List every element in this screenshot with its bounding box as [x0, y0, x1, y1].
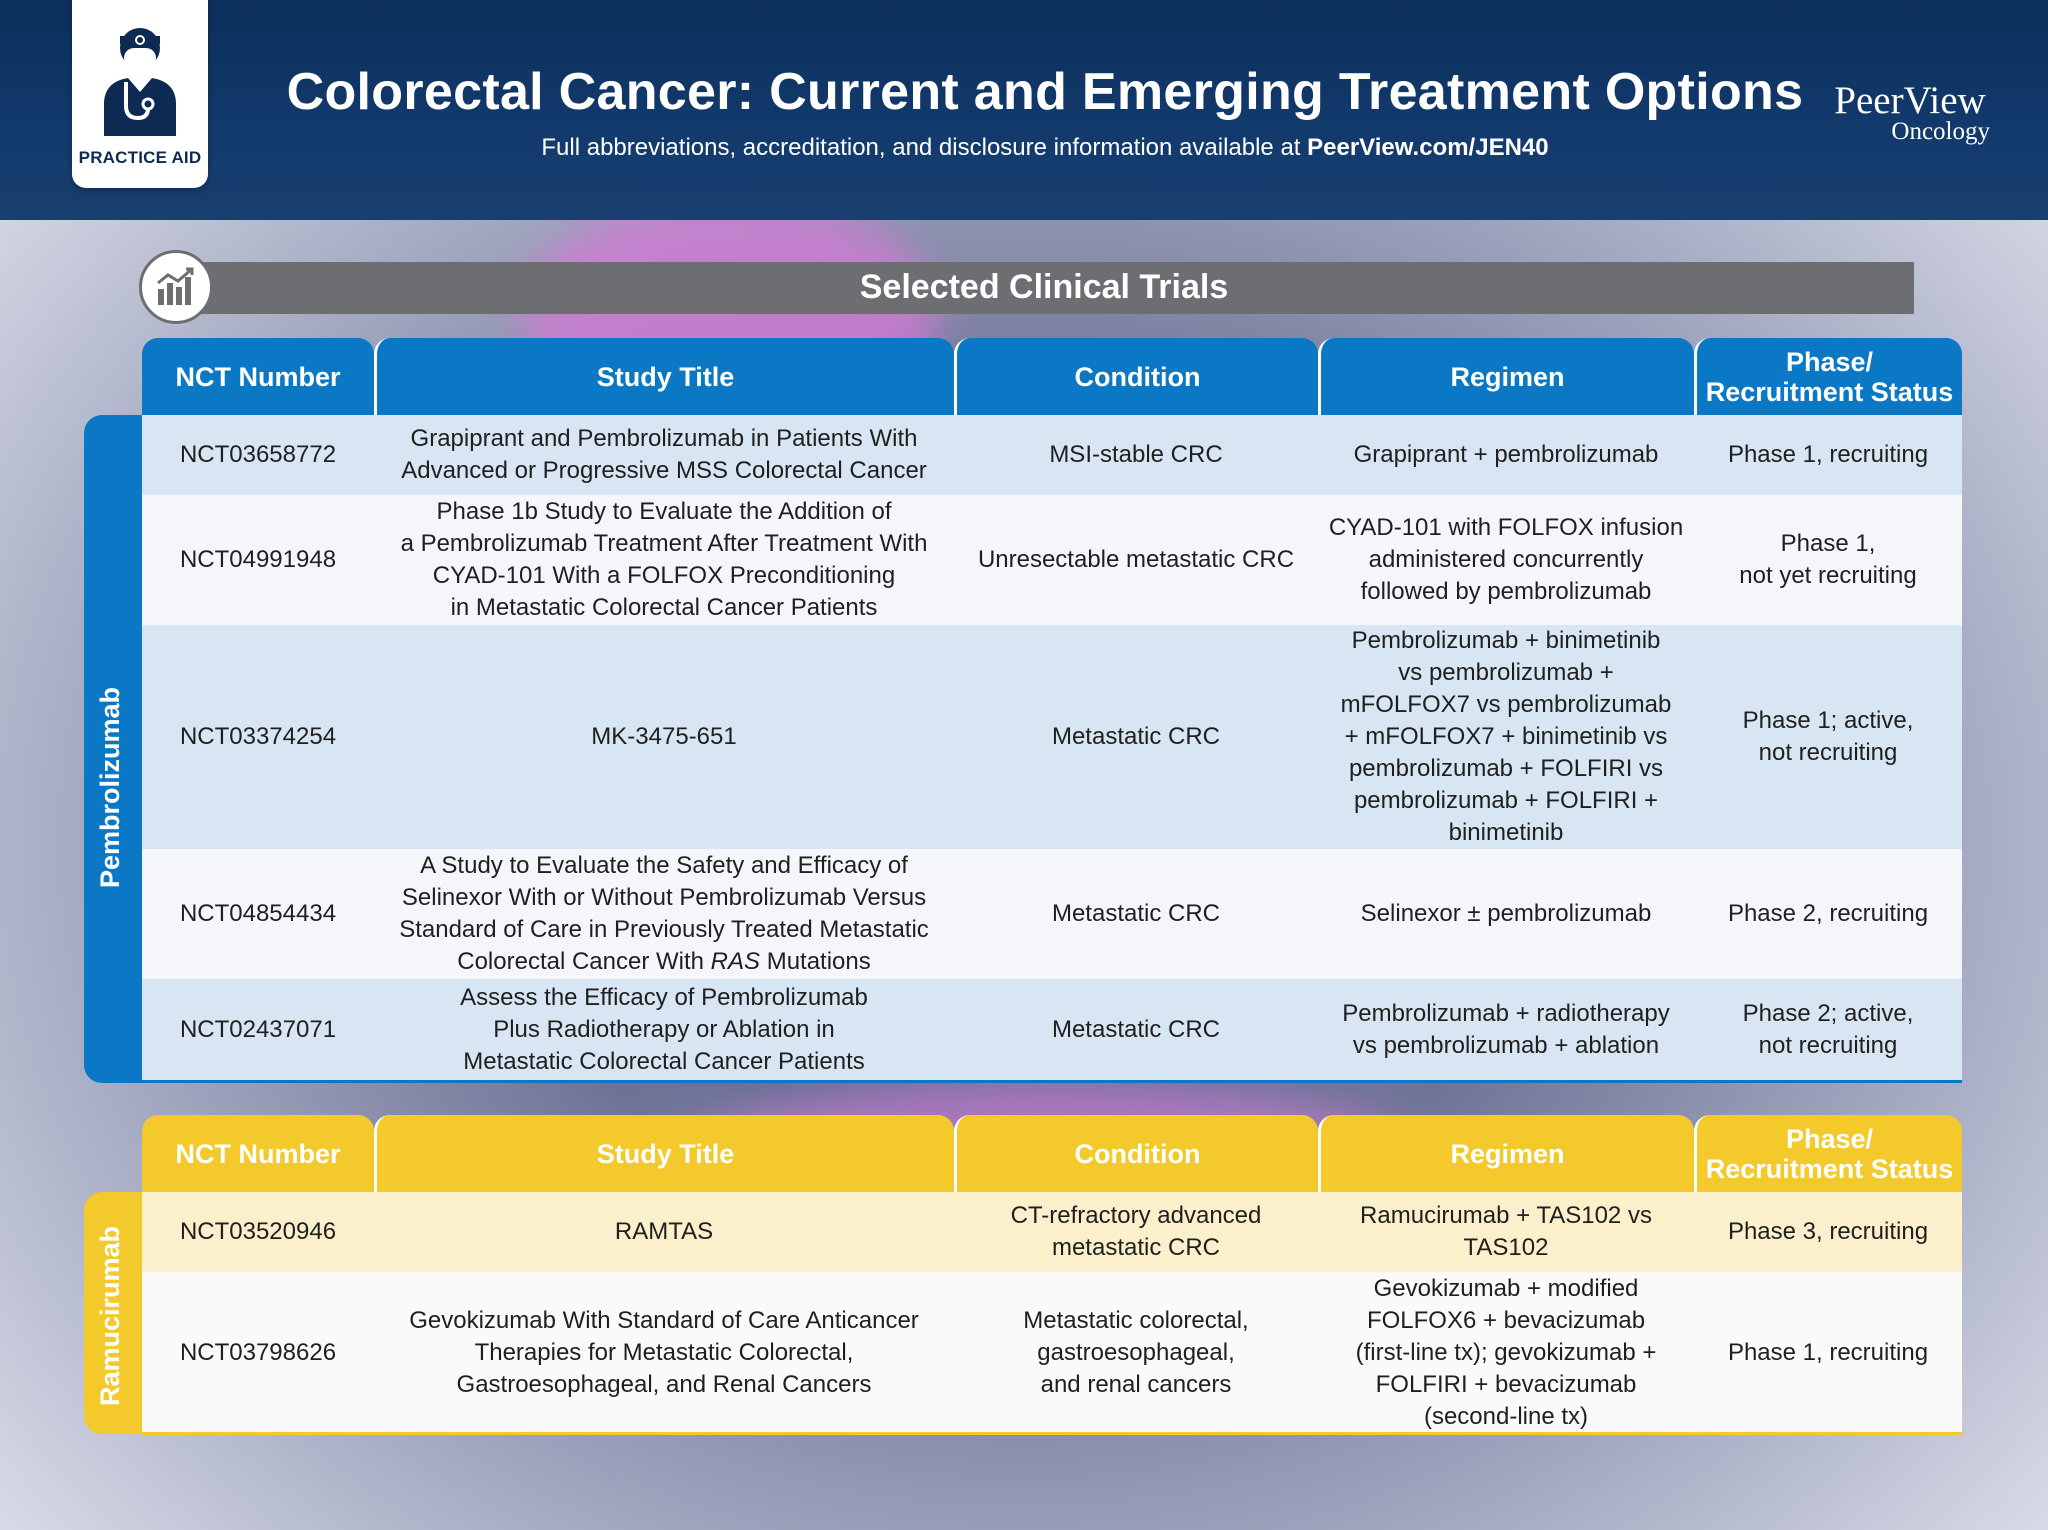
group-label-ramucirumab: Ramucirumab	[95, 1225, 125, 1406]
cell-phase: Phase 1, not yet recruiting	[1694, 495, 1962, 625]
cell-phase: Phase 3, recruiting	[1694, 1192, 1962, 1272]
subtitle-link[interactable]: PeerView.com/JEN40	[1307, 134, 1549, 161]
cell-study-title: RAMTAS	[374, 1192, 954, 1272]
cell-condition: Metastatic CRC	[954, 979, 1318, 1081]
cell-regimen: Pembrolizumab + binimetinib vs pembroliz…	[1318, 625, 1694, 849]
column-header-nct: NCT Number	[142, 1115, 374, 1192]
table-bottom-rule	[142, 1432, 1962, 1435]
group-label-pembrolizumab: Pembrolizumab	[95, 686, 125, 888]
cell-regimen: Ramucirumab + TAS102 vs TAS102	[1318, 1192, 1694, 1272]
page-subtitle: Full abbreviations, accreditation, and d…	[230, 134, 1860, 162]
cell-phase: Phase 1, recruiting	[1694, 415, 1962, 495]
cell-condition: CT-refractory advanced metastatic CRC	[954, 1192, 1318, 1272]
column-header-condition: Condition	[954, 1115, 1318, 1192]
gene-name: RAS	[710, 948, 761, 975]
table-row: NCT04854434 A Study to Evaluate the Safe…	[142, 849, 1962, 979]
table-bottom-rule	[142, 1080, 1962, 1083]
cell-phase: Phase 2; active, not recruiting	[1694, 979, 1962, 1081]
table-row: NCT03798626 Gevokizumab With Standard of…	[142, 1272, 1962, 1434]
cell-nct: NCT03798626	[142, 1272, 374, 1434]
study-title-text: A Study to Evaluate the Safety and Effic…	[399, 852, 929, 975]
column-header-nct: NCT Number	[142, 338, 374, 415]
cell-phase: Phase 2, recruiting	[1694, 849, 1962, 979]
group-tab-ramucirumab	[84, 1192, 144, 1434]
column-header-condition: Condition	[954, 338, 1318, 415]
trials-table-ramucirumab: NCT Number Study Title Condition Regimen…	[142, 1115, 1962, 1434]
cell-phase: Phase 1, recruiting	[1694, 1272, 1962, 1434]
cell-nct: NCT03520946	[142, 1192, 374, 1272]
cell-study-title: MK-3475-651	[374, 625, 954, 849]
cell-nct: NCT03658772	[142, 415, 374, 495]
cell-nct: NCT04854434	[142, 849, 374, 979]
section-title: Selected Clinical Trials	[859, 268, 1229, 306]
cell-study-title: Gevokizumab With Standard of Care Antica…	[374, 1272, 954, 1434]
practice-aid-badge: PRACTICE AID	[72, 0, 208, 188]
cell-condition: MSI-stable CRC	[954, 415, 1318, 495]
cell-regimen: Gevokizumab + modified FOLFOX6 + bevaciz…	[1318, 1272, 1694, 1434]
group-tab-pembrolizumab	[84, 415, 144, 1083]
page-title: Colorectal Cancer: Current and Emerging …	[286, 63, 1804, 121]
trials-table-pembrolizumab: NCT Number Study Title Condition Regimen…	[142, 338, 1962, 1081]
column-header-phase: Phase/ Recruitment Status	[1694, 1115, 1962, 1192]
doctor-icon	[104, 28, 176, 136]
table-row: NCT04991948 Phase 1b Study to Evaluate t…	[142, 495, 1962, 625]
chart-badge	[139, 250, 213, 324]
cell-condition: Unresectable metastatic CRC	[954, 495, 1318, 625]
cell-nct: NCT02437071	[142, 979, 374, 1081]
cell-regimen: Pembrolizumab + radiotherapy vs pembroli…	[1318, 979, 1694, 1081]
cell-study-title: A Study to Evaluate the Safety and Effic…	[374, 849, 954, 979]
badge-label: PRACTICE AID	[78, 148, 202, 167]
cell-phase: Phase 1; active, not recruiting	[1694, 625, 1962, 849]
column-header-regimen: Regimen	[1318, 338, 1694, 415]
brand-logo-name: PeerView	[1834, 79, 1986, 122]
table-row: NCT03520946 RAMTAS CT-refractory advance…	[142, 1192, 1962, 1272]
column-header-phase: Phase/ Recruitment Status	[1694, 338, 1962, 415]
cell-nct: NCT04991948	[142, 495, 374, 625]
table-row: NCT03658772 Grapiprant and Pembrolizumab…	[142, 415, 1962, 495]
table-row: NCT02437071 Assess the Efficacy of Pembr…	[142, 979, 1962, 1081]
cell-study-title: Grapiprant and Pembrolizumab in Patients…	[374, 415, 954, 495]
cell-condition: Metastatic CRC	[954, 625, 1318, 849]
table-row: NCT03374254 MK-3475-651 Metastatic CRC P…	[142, 625, 1962, 849]
column-header-study-title: Study Title	[374, 1115, 954, 1192]
cell-regimen: Selinexor ± pembrolizumab	[1318, 849, 1694, 979]
subtitle-text: Full abbreviations, accreditation, and d…	[541, 134, 1308, 161]
bar-chart-icon	[157, 267, 194, 305]
section-bar	[194, 262, 1914, 314]
page-header: PRACTICE AID Colorectal Cancer: Current …	[0, 0, 2048, 220]
cell-regimen: Grapiprant + pembrolizumab	[1318, 415, 1694, 495]
cell-study-title: Phase 1b Study to Evaluate the Addition …	[374, 495, 954, 625]
cell-regimen: CYAD-101 with FOLFOX infusion administer…	[1318, 495, 1694, 625]
column-header-regimen: Regimen	[1318, 1115, 1694, 1192]
cell-study-title: Assess the Efficacy of Pembrolizumab Plu…	[374, 979, 954, 1081]
column-header-study-title: Study Title	[374, 338, 954, 415]
brand-logo-sub: Oncology	[1891, 118, 1990, 145]
cell-condition: Metastatic colorectal, gastroesophageal,…	[954, 1272, 1318, 1434]
cell-nct: NCT03374254	[142, 625, 374, 849]
cell-condition: Metastatic CRC	[954, 849, 1318, 979]
